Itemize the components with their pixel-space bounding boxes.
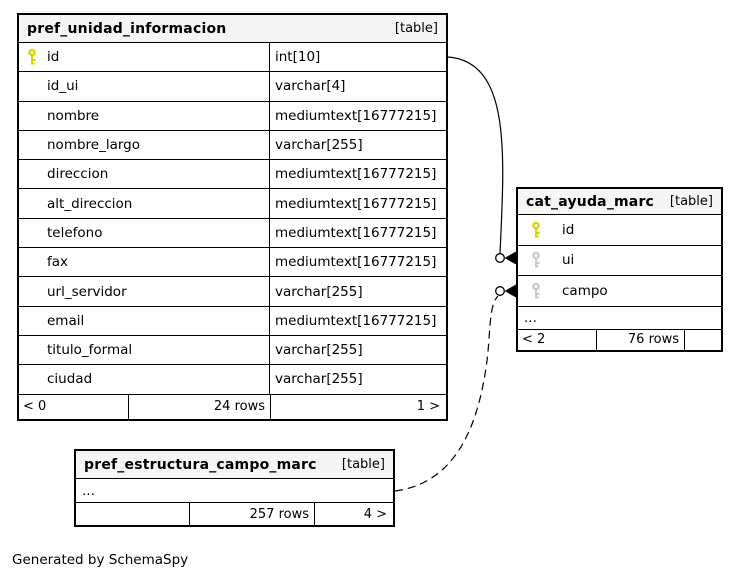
- table-title[interactable]: pref_estructura_campo_marc: [84, 456, 317, 473]
- column-name: nombre_largo: [47, 137, 141, 154]
- column-row-titulo-formal: titulo_formal varchar[255]: [19, 335, 446, 366]
- column-type: mediumtext[16777215]: [275, 195, 437, 212]
- column-name: ui: [562, 252, 575, 269]
- column-row-url-servidor: url_servidor varchar[255]: [19, 277, 446, 307]
- column-type: varchar[4]: [275, 78, 346, 95]
- table-type-badge: [table]: [394, 21, 438, 36]
- column-name: direccion: [47, 166, 109, 183]
- column-row-nombre: nombre mediumtext[16777215]: [19, 101, 446, 131]
- column-name: id: [47, 49, 60, 66]
- foreign-key-icon: [531, 252, 541, 269]
- crow-foot-icon: [504, 284, 516, 298]
- column-type: varchar[255]: [275, 371, 363, 388]
- column-name: alt_direccion: [47, 195, 133, 212]
- table-title[interactable]: cat_ayuda_marc: [526, 193, 655, 210]
- column-row-id-ui: id_ui varchar[4]: [19, 72, 446, 102]
- column-type: varchar[255]: [275, 137, 363, 154]
- zero-or-many-circle-icon: [495, 286, 505, 296]
- table-header[interactable]: pref_estructura_campo_marc [table]: [76, 451, 393, 479]
- table-pref-estructura-campo-marc[interactable]: pref_estructura_campo_marc [table] ... 2…: [74, 449, 395, 527]
- pagination-next: [685, 330, 721, 350]
- column-name: id_ui: [47, 78, 79, 95]
- column-type: mediumtext[16777215]: [275, 254, 437, 271]
- column-row-id: id: [518, 215, 721, 246]
- column-type: mediumtext[16777215]: [275, 312, 437, 329]
- crow-foot-icon: [504, 251, 516, 265]
- table-pref-unidad-informacion[interactable]: pref_unidad_informacion [table] id int[1…: [17, 13, 448, 421]
- fk-line-solid: [447, 56, 504, 254]
- column-row-email: email mediumtext[16777215]: [19, 306, 446, 336]
- column-row-campo: campo: [518, 276, 721, 307]
- column-type: mediumtext[16777215]: [275, 107, 437, 124]
- column-row-id: id int[10]: [19, 43, 446, 73]
- table-cat-ayuda-marc[interactable]: cat_ayuda_marc [table] id ui campo ... <…: [516, 187, 723, 352]
- column-row-ui: ui: [518, 246, 721, 276]
- column-name: email: [47, 312, 85, 329]
- column-name: titulo_formal: [47, 342, 133, 359]
- column-row-ciudad: ciudad varchar[255]: [19, 365, 446, 395]
- column-name: nombre: [47, 107, 100, 124]
- table-type-badge: [table]: [669, 194, 713, 209]
- zero-or-many-circle-icon: [495, 253, 505, 263]
- column-name: url_servidor: [47, 283, 127, 300]
- primary-key-icon: [27, 48, 37, 66]
- row-count: 24 rows: [129, 394, 271, 419]
- column-type: varchar[255]: [275, 283, 363, 300]
- column-type: mediumtext[16777215]: [275, 166, 437, 183]
- pagination-prev: [76, 503, 190, 525]
- column-row-nombre-largo: nombre_largo varchar[255]: [19, 130, 446, 161]
- column-type: int[10]: [275, 49, 321, 66]
- table-footer: < 2 76 rows: [518, 329, 721, 350]
- row-count: 257 rows: [190, 503, 315, 525]
- table-type-badge: [table]: [341, 457, 385, 472]
- column-name: id: [562, 221, 575, 238]
- column-name: ciudad: [47, 371, 93, 388]
- generated-by-label: Generated by SchemaSpy: [12, 552, 189, 568]
- table-title[interactable]: pref_unidad_informacion: [27, 20, 227, 37]
- table-header[interactable]: pref_unidad_informacion [table]: [19, 15, 446, 43]
- foreign-key-icon: [531, 282, 541, 299]
- pagination-next[interactable]: 4 >: [363, 506, 387, 522]
- table-header[interactable]: cat_ayuda_marc [table]: [518, 189, 721, 215]
- column-type: mediumtext[16777215]: [275, 224, 437, 241]
- column-name: campo: [562, 282, 608, 299]
- column-name: telefono: [47, 224, 103, 241]
- table-footer: 257 rows 4 >: [76, 503, 393, 525]
- pagination-prev[interactable]: < 0: [19, 394, 129, 419]
- column-row-direccion: direccion mediumtext[16777215]: [19, 160, 446, 190]
- column-row-telefono: telefono mediumtext[16777215]: [19, 218, 446, 249]
- primary-key-icon: [531, 221, 541, 238]
- column-row-fax: fax mediumtext[16777215]: [19, 248, 446, 278]
- row-count: 76 rows: [597, 329, 685, 350]
- column-row-alt-direccion: alt_direccion mediumtext[16777215]: [19, 189, 446, 219]
- column-name: fax: [47, 254, 69, 271]
- hidden-columns-ellipsis: ...: [76, 479, 393, 503]
- pagination-next[interactable]: 1 >: [416, 399, 440, 415]
- pagination-prev[interactable]: < 2: [518, 329, 597, 350]
- column-type: varchar[255]: [275, 342, 363, 359]
- table-footer: < 0 24 rows 1 >: [19, 394, 446, 419]
- hidden-columns-ellipsis: ...: [518, 307, 721, 330]
